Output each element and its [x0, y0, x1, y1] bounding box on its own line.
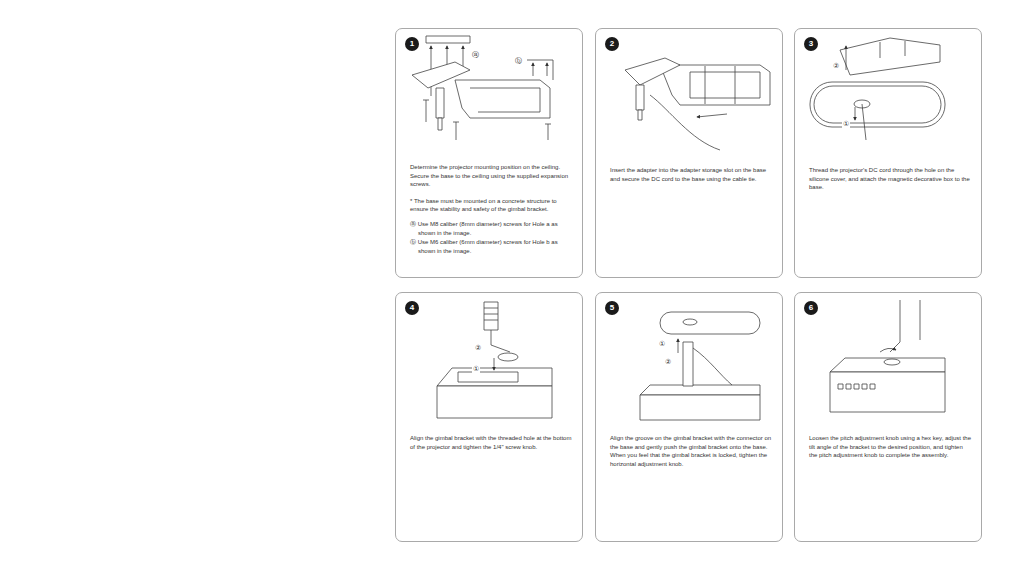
- step-number-text: 5: [610, 304, 614, 312]
- step-number: 5: [605, 301, 619, 315]
- instruction-text: ⓑ Use M6 caliber (6mm diameter) screws f…: [410, 238, 572, 255]
- instruction-text: Align the groove on the gimbal bracket w…: [610, 434, 772, 468]
- step-number-text: 1: [410, 40, 414, 48]
- instruction-block: Align the groove on the gimbal bracket w…: [610, 434, 772, 468]
- instruction-text: Thread the projector's DC cord through t…: [809, 166, 971, 192]
- instruction-block: Determine the projector mounting positio…: [410, 163, 572, 255]
- step-number-text: 3: [809, 40, 813, 48]
- step-panel: Loosen the pitch adjustment knob using a…: [794, 292, 982, 542]
- instruction-text: * The base must be mounted on a concrete…: [410, 197, 572, 214]
- callout-label: ②: [474, 344, 482, 352]
- step-number-text: 2: [610, 40, 614, 48]
- callout-label: ⓐ: [471, 51, 480, 59]
- instruction-block: Loosen the pitch adjustment knob using a…: [809, 434, 971, 460]
- callout-label: ②: [832, 62, 840, 70]
- callout-label: ①: [472, 365, 480, 373]
- step-panel: Align the gimbal bracket with the thread…: [395, 292, 583, 542]
- step-panel: Insert the adapter into the adapter stor…: [595, 28, 783, 278]
- callout-label: ⓑ: [514, 57, 523, 65]
- instruction-block: Insert the adapter into the adapter stor…: [610, 166, 772, 183]
- decorative-box-drawing: [810, 38, 945, 140]
- instruction-text: Align the gimbal bracket with the thread…: [410, 434, 572, 451]
- instruction-text: Determine the projector mounting positio…: [410, 163, 572, 189]
- bracket-connect-drawing: [640, 312, 760, 420]
- step-panel: Determine the projector mounting positio…: [395, 28, 583, 278]
- instruction-block: Align the gimbal bracket with the thread…: [410, 434, 572, 451]
- projector-bracket-drawing: [437, 302, 552, 418]
- instruction-text: ⓐ Use M8 caliber (8mm diameter) screws f…: [410, 220, 572, 237]
- callout-label: ①: [842, 120, 850, 128]
- step-number: 3: [804, 37, 818, 51]
- step-number: 4: [405, 301, 419, 315]
- step-panel: Align the groove on the gimbal bracket w…: [595, 292, 783, 542]
- adapter-slot-drawing: [625, 58, 770, 150]
- step-number-text: 4: [410, 304, 414, 312]
- step-number: 6: [804, 301, 818, 315]
- step-number-text: 6: [809, 304, 813, 312]
- callout-label: ②: [664, 358, 672, 366]
- pitch-adjust-drawing: [830, 300, 945, 412]
- step-panel: Thread the projector's DC cord through t…: [794, 28, 982, 278]
- step-number: 2: [605, 37, 619, 51]
- callout-label: ①: [658, 340, 666, 348]
- instruction-text: Loosen the pitch adjustment knob using a…: [809, 434, 971, 460]
- instruction-text: Insert the adapter into the adapter stor…: [610, 166, 772, 183]
- instruction-block: Thread the projector's DC cord through t…: [809, 166, 971, 192]
- ceiling-base-drawing: [412, 36, 553, 140]
- step-number: 1: [405, 37, 419, 51]
